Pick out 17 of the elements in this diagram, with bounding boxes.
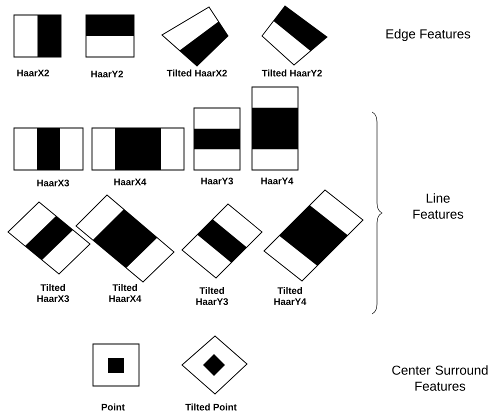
group-label: Line Features [413, 193, 464, 219]
feature-label: HaarY4 [261, 178, 294, 184]
feature-label: Point [102, 404, 125, 410]
feature-label: Tilted HaarY3 [196, 287, 228, 305]
feature-label: HaarY2 [91, 70, 123, 78]
feature-label: HaarX4 [114, 178, 146, 186]
feature-label: HaarX3 [37, 180, 70, 186]
group-label: Edge Features [386, 28, 470, 42]
feature-label: Tilted HaarY2 [262, 70, 322, 76]
feature-label: Tilted HaarX4 [109, 284, 142, 302]
feature-label: Tilted HaarX2 [166, 70, 227, 76]
feature-label: HaarX2 [17, 70, 49, 76]
feature-label: Tilted HaarY4 [274, 287, 306, 305]
group-label: Center Surround Features [392, 365, 488, 391]
feature-label: Tilted HaarX3 [37, 284, 70, 302]
feature-label: Tilted Point [185, 404, 237, 410]
feature-label: HaarY3 [201, 178, 234, 184]
